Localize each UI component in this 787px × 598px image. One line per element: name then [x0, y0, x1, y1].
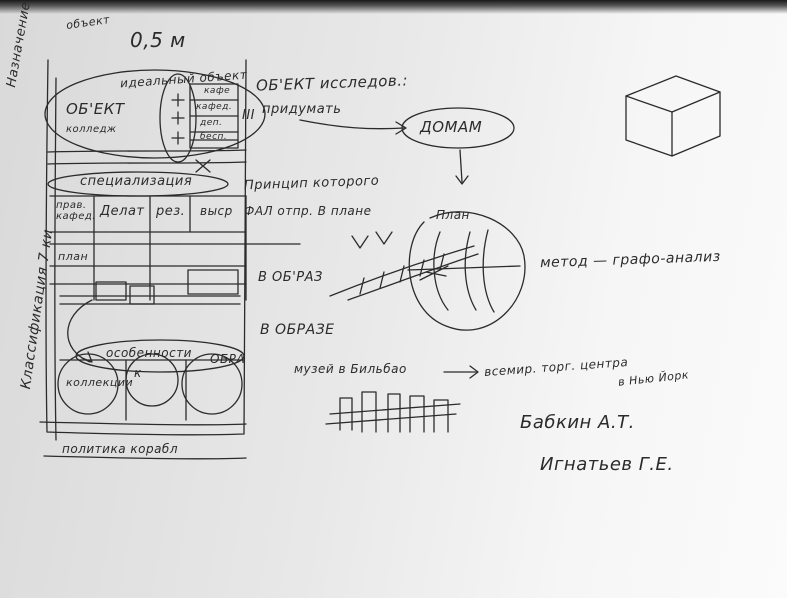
stack-item-1: кафе: [204, 86, 231, 96]
features-caption: особенности: [106, 346, 192, 360]
k-label: к: [134, 366, 142, 380]
size-note: 0,5 м: [130, 28, 186, 52]
collection-label: коллекции: [66, 376, 134, 389]
houses-label: ДОМАМ: [420, 118, 483, 136]
table-header-2: Делат: [100, 204, 145, 219]
top-oval: [44, 69, 266, 159]
museum-label: музей в Бильбао: [294, 362, 407, 376]
projection-band: [329, 245, 475, 297]
cube-sketch: [625, 75, 721, 157]
band-line-1: [47, 149, 247, 153]
footer-label: политика корабл: [62, 442, 178, 456]
in-image-label-1: В ОБ'РАЗ: [258, 270, 323, 285]
houses-oval: [401, 107, 515, 149]
plan-label: План: [436, 208, 470, 222]
invent-label: придумать: [262, 102, 342, 117]
specialization-label: специализация: [80, 174, 193, 189]
object-label: ОБ'ЕКТ: [66, 100, 125, 118]
stack-item-4: бесп.: [200, 132, 228, 142]
building-sketch: [339, 391, 449, 433]
left-frame-outer: [45, 59, 247, 436]
roman-numeral: III: [242, 108, 256, 123]
author-2: Игнатьев Г.Е.: [540, 454, 674, 475]
hoffman-row: ФАЛ отпр. В плане: [244, 204, 372, 218]
table-header-4: выср: [200, 204, 233, 218]
stack-item-3: деп.: [200, 118, 223, 128]
obra-label: ОБРА: [210, 352, 246, 366]
left-frame-inner-2: [39, 421, 247, 426]
college-label: колледж: [66, 124, 117, 135]
sphere-outline: [408, 211, 526, 331]
curved-arrow: [67, 299, 93, 363]
left-frame-inner-3: [43, 455, 247, 460]
author-1: Бабкин А.Т.: [520, 412, 635, 433]
stack-item-2: кафед.: [196, 102, 233, 112]
band-line-2: [47, 161, 247, 165]
table-header-3: рез.: [156, 204, 186, 219]
in-image-label-2: В ОБРАЗЕ: [260, 322, 335, 338]
inner-vertical-oval: [159, 73, 197, 163]
scan-top-shadow: [0, 0, 787, 14]
left-frame-inner-1: [54, 77, 57, 441]
table-row-label: план: [58, 250, 89, 263]
table-header-1: прав. кафед.: [56, 200, 96, 222]
arrow-to-houses: [299, 119, 405, 130]
